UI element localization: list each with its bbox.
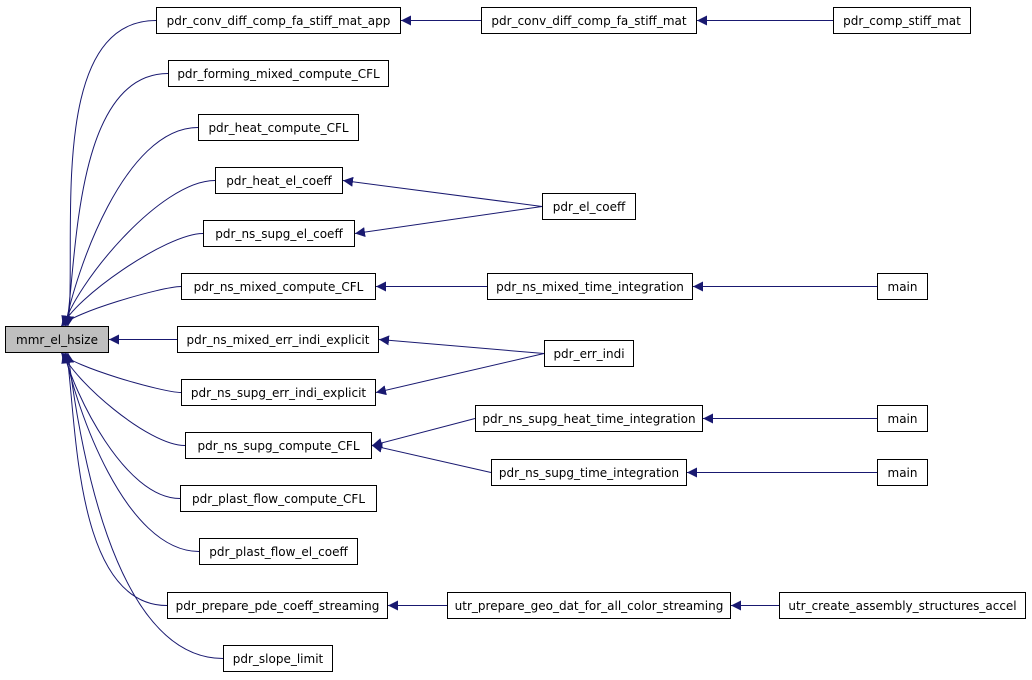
node-pdr-el-coeff[interactable]: pdr_el_coeff	[542, 193, 636, 220]
edge-ns_supg_heat_ti-to-ns_supg_cfl	[371, 418, 476, 448]
node-pdr-ns-mixed-time-integration[interactable]: pdr_ns_mixed_time_integration	[487, 273, 693, 300]
edge-slope-to-root	[64, 352, 224, 659]
node-pdr-prepare-pde-coeff-streaming[interactable]: pdr_prepare_pde_coeff_streaming	[167, 592, 388, 619]
node-pdr-slope-limit[interactable]: pdr_slope_limit	[223, 645, 333, 672]
node-main-2[interactable]: main	[877, 405, 928, 432]
node-pdr-heat-el-coeff[interactable]: pdr_heat_el_coeff	[215, 167, 343, 194]
edge-conv_app-to-root	[64, 20, 157, 327]
node-pdr-heat-compute-cfl[interactable]: pdr_heat_compute_CFL	[198, 114, 359, 141]
node-pdr-ns-supg-el-coeff[interactable]: pdr_ns_supg_el_coeff	[203, 220, 355, 247]
edge-heat_el-to-root	[61, 180, 216, 327]
node-main-1[interactable]: main	[877, 273, 928, 300]
edge-ns_supg_el-to-root	[61, 233, 204, 327]
node-utr-prepare-geo-dat-for-all-color-streaming[interactable]: utr_prepare_geo_dat_for_all_color_stream…	[447, 592, 731, 619]
edge-forming-to-root	[63, 73, 169, 327]
edge-ns_mixed_cfl-to-root	[60, 286, 182, 327]
node-main-3[interactable]: main	[877, 459, 928, 486]
edge-heat_cfl-to-root	[62, 127, 199, 327]
node-mmr-el-hsize: mmr_el_hsize	[5, 326, 109, 353]
node-pdr-ns-mixed-err-indi-explicit[interactable]: pdr_ns_mixed_err_indi_explicit	[177, 326, 379, 353]
node-pdr-ns-supg-err-indi-explicit[interactable]: pdr_ns_supg_err_indi_explicit	[181, 379, 376, 406]
edge-el_coeff-to-ns_supg_el	[354, 206, 543, 238]
node-pdr-ns-mixed-compute-cfl[interactable]: pdr_ns_mixed_compute_CFL	[181, 273, 376, 300]
node-pdr-ns-supg-heat-time-integration[interactable]: pdr_ns_supg_heat_time_integration	[475, 405, 703, 432]
node-pdr-ns-supg-time-integration[interactable]: pdr_ns_supg_time_integration	[491, 459, 687, 486]
node-pdr-err-indi[interactable]: pdr_err_indi	[544, 340, 634, 367]
node-pdr-comp-stiff-mat[interactable]: pdr_comp_stiff_mat	[833, 7, 971, 34]
node-pdr-forming-mixed-compute-cfl[interactable]: pdr_forming_mixed_compute_CFL	[168, 60, 389, 87]
node-pdr-plast-flow-el-coeff[interactable]: pdr_plast_flow_el_coeff	[199, 538, 358, 565]
edge-err_indi-to-ns_supg_err	[375, 353, 545, 396]
edge-ns_supg_ti-to-ns_supg_cfl	[371, 442, 492, 473]
node-pdr-plast-flow-compute-cfl[interactable]: pdr_plast_flow_compute_CFL	[180, 485, 377, 512]
node-pdr-conv-diff-comp-fa-stiff-mat-app[interactable]: pdr_conv_diff_comp_fa_stiff_mat_app	[156, 7, 401, 34]
edge-err_indi-to-ns_mixed_err	[378, 335, 545, 354]
node-utr-create-assembly-structures-accel[interactable]: utr_create_assembly_structures_accel	[779, 592, 1026, 619]
edge-el_coeff-to-heat_el	[342, 176, 543, 207]
node-pdr-ns-supg-compute-cfl[interactable]: pdr_ns_supg_compute_CFL	[185, 432, 372, 459]
node-pdr-conv-diff-comp-fa-stiff-mat[interactable]: pdr_conv_diff_comp_fa_stiff_mat	[481, 7, 697, 34]
